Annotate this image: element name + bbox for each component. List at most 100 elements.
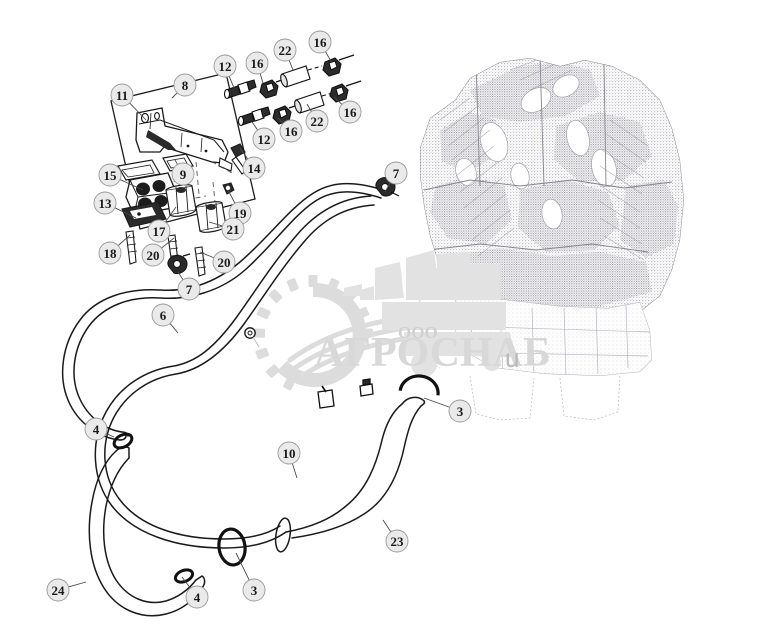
plug-screw-19 bbox=[222, 182, 235, 195]
callout-leader-7-20 bbox=[177, 271, 184, 281]
callout-circle bbox=[242, 156, 266, 180]
callout-bubble-20[interactable]: 20 bbox=[212, 250, 236, 274]
callout-bubble-22[interactable]: 22 bbox=[305, 109, 329, 133]
union-fitting-12-a bbox=[223, 79, 257, 100]
callout-bubble-22[interactable]: 22 bbox=[273, 38, 297, 62]
callout-bubble-21[interactable]: 21 bbox=[221, 217, 245, 241]
callout-bubble-8[interactable]: 8 bbox=[173, 73, 197, 97]
callout-leader-22-7 bbox=[306, 103, 312, 112]
callout-bubble-13[interactable]: 13 bbox=[93, 191, 117, 215]
callout-leader-14-10 bbox=[239, 147, 249, 160]
callout-number: 6 bbox=[160, 308, 167, 323]
small-clamp-a bbox=[317, 385, 335, 409]
callout-bubble-16[interactable]: 16 bbox=[279, 119, 303, 143]
callout-leader-10-24 bbox=[291, 463, 298, 479]
watermark-agrosnab: ООО АГРОСНАБ u bbox=[252, 250, 551, 391]
small-clamp-c bbox=[244, 327, 260, 348]
callout-number: 8 bbox=[182, 78, 189, 93]
callout-bubble-9[interactable]: 9 bbox=[171, 162, 195, 186]
callout-circle bbox=[252, 127, 276, 151]
callout-number: 16 bbox=[344, 105, 358, 120]
callout-bubble-7[interactable]: 7 bbox=[177, 277, 201, 301]
callout-bubble-12[interactable]: 12 bbox=[252, 127, 276, 151]
callout-leader-22-1 bbox=[288, 60, 294, 71]
watermark-suffix-glyph: u bbox=[505, 343, 519, 373]
callout-number: 16 bbox=[285, 124, 299, 139]
callout-leader-6-22 bbox=[169, 323, 179, 334]
o-ring-4-upper bbox=[112, 432, 134, 450]
callout-circle bbox=[245, 51, 269, 75]
hose-assembly-group bbox=[61, 182, 426, 617]
callout-bubble-20[interactable]: 20 bbox=[141, 243, 165, 267]
hose-23-elbow bbox=[274, 396, 426, 553]
injector-clamp-21 bbox=[195, 201, 227, 233]
callout-circle bbox=[141, 243, 165, 267]
callout-circle bbox=[98, 163, 122, 187]
callout-circle bbox=[279, 119, 303, 143]
callout-leader-13-13 bbox=[114, 207, 137, 219]
callout-leader-20-19 bbox=[199, 251, 215, 259]
callout-bubble-11[interactable]: 11 bbox=[110, 83, 134, 107]
callout-leader-23-26 bbox=[382, 519, 392, 533]
callout-circle bbox=[93, 191, 117, 215]
callout-bubble-10[interactable]: 10 bbox=[277, 441, 301, 465]
union-fitting-12-b bbox=[237, 106, 271, 127]
callout-circle bbox=[151, 303, 175, 327]
callout-leader-17-15 bbox=[164, 206, 177, 223]
callout-bubble-16[interactable]: 16 bbox=[308, 30, 332, 54]
callout-leader-3-27 bbox=[235, 552, 250, 581]
callout-number: 7 bbox=[186, 282, 193, 297]
hose-10-coolant bbox=[94, 195, 375, 549]
callout-circle bbox=[384, 161, 408, 185]
callout-bubble-18[interactable]: 18 bbox=[98, 241, 122, 265]
callout-number: 17 bbox=[153, 224, 167, 239]
o-ring-group bbox=[112, 374, 440, 584]
callout-number: 23 bbox=[391, 534, 405, 549]
callout-bubble-24[interactable]: 24 bbox=[46, 578, 70, 602]
callout-circle bbox=[147, 219, 171, 243]
callout-leader-16-2 bbox=[259, 73, 264, 84]
callout-number: 3 bbox=[457, 404, 464, 419]
callout-bubble-3[interactable]: 3 bbox=[448, 399, 472, 423]
callout-bubble-3[interactable]: 3 bbox=[242, 578, 266, 602]
connector-tube-22-b bbox=[294, 91, 337, 114]
small-clamp-b bbox=[359, 378, 374, 397]
stud-bolt-14 bbox=[230, 143, 247, 175]
callout-number: 21 bbox=[227, 222, 240, 237]
callout-bubble-4[interactable]: 4 bbox=[185, 585, 209, 609]
callout-leader-8-5 bbox=[171, 92, 178, 99]
callout-leader-24-29 bbox=[68, 581, 87, 588]
callout-number: 11 bbox=[116, 88, 128, 103]
cap-screw-20-b bbox=[194, 246, 206, 277]
callout-leader-7-21 bbox=[384, 182, 391, 193]
callout-number: 20 bbox=[218, 255, 231, 270]
callout-bubble-16[interactable]: 16 bbox=[338, 100, 362, 124]
callout-leader-12-3 bbox=[228, 76, 235, 89]
watermark-company-name: АГРОСНАБ bbox=[314, 330, 551, 376]
callout-number: 20 bbox=[147, 248, 160, 263]
callout-number: 15 bbox=[104, 168, 118, 183]
callout-circle bbox=[308, 30, 332, 54]
callout-bubble-6[interactable]: 6 bbox=[151, 303, 175, 327]
callout-bubble-12[interactable]: 12 bbox=[213, 54, 237, 78]
callout-bubble-17[interactable]: 17 bbox=[147, 219, 171, 243]
callout-leader-21-16 bbox=[208, 221, 223, 227]
callout-circle bbox=[338, 100, 362, 124]
callout-bubble-14[interactable]: 14 bbox=[242, 156, 266, 180]
solenoid-block-15 bbox=[125, 172, 177, 216]
engine-block-illustration bbox=[413, 58, 684, 421]
callout-bubble-23[interactable]: 23 bbox=[385, 529, 409, 553]
callout-bubble-15[interactable]: 15 bbox=[98, 163, 122, 187]
callout-circle bbox=[46, 578, 70, 602]
callout-bubble-16[interactable]: 16 bbox=[245, 51, 269, 75]
callout-circle bbox=[242, 578, 266, 602]
callout-circle bbox=[448, 399, 472, 423]
callout-bubble-4[interactable]: 4 bbox=[84, 417, 108, 441]
callout-bubble-7[interactable]: 7 bbox=[384, 161, 408, 185]
callout-number: 10 bbox=[283, 446, 296, 461]
callout-leader-3-23 bbox=[423, 397, 450, 408]
callout-number: 7 bbox=[393, 166, 400, 181]
callout-number: 3 bbox=[251, 583, 258, 598]
